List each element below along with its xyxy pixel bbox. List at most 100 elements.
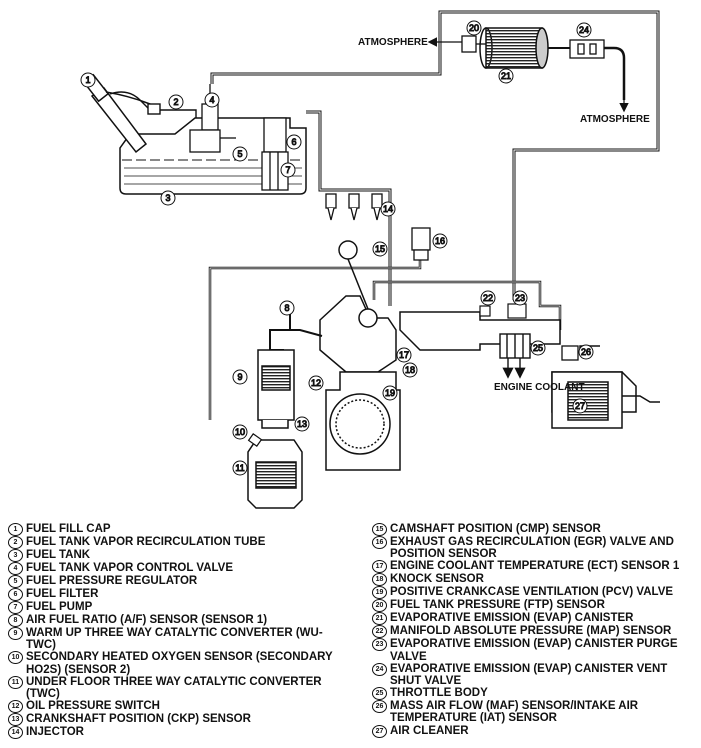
map-sensor (479, 305, 491, 317)
legend-number: 4 (8, 562, 23, 575)
callout-15: 15 (372, 241, 388, 257)
atmosphere-label-right: ATMOSPHERE (580, 114, 650, 125)
legend-number: 17 (372, 560, 387, 574)
callout-22: 22 (480, 290, 496, 306)
legend-number: 20 (372, 599, 387, 613)
callout-13: 13 (294, 416, 310, 432)
maf-sensor (561, 345, 579, 361)
legend-number: 19 (372, 586, 387, 600)
svg-text:15: 15 (375, 244, 385, 254)
svg-text:8: 8 (284, 303, 289, 313)
legend-number: 24 (372, 662, 387, 676)
legend-text: FUEL TANK VAPOR CONTROL VALVE (26, 562, 234, 574)
callout-10: 10 (232, 424, 248, 440)
fuel-filler-neck (82, 73, 157, 154)
legend-text: CRANKSHAFT POSITION (CKP) SENSOR (26, 713, 251, 726)
emission-system-diagram: 1 2 3 4 5 6 7 8 9 10 11 12 13 14 15 16 1… (80, 10, 660, 509)
svg-text:24: 24 (579, 25, 589, 35)
svg-text:7: 7 (285, 165, 290, 175)
legend-number: 13 (8, 713, 23, 727)
legend-text: FUEL FILL CAP (26, 523, 111, 535)
legend-text: EVAPORATIVE EMISSION (EVAP) CANISTER PUR… (390, 638, 678, 663)
legend-number: 15 (372, 523, 387, 536)
callout-14: 14 (380, 201, 396, 217)
legend-number: 6 (8, 588, 23, 601)
engine-block (325, 371, 401, 471)
svg-text:6: 6 (291, 137, 296, 147)
legend-number: 26 (372, 700, 387, 714)
callout-1: 1 (80, 72, 96, 88)
svg-text:1: 1 (85, 75, 90, 85)
legend-number: 7 (8, 601, 23, 614)
legend-text: FUEL TANK (26, 549, 91, 561)
legend-number: 27 (372, 724, 387, 738)
svg-text:5: 5 (237, 149, 242, 159)
legend-number: 10 (8, 651, 23, 665)
svg-text:9: 9 (237, 372, 242, 382)
svg-text:2: 2 (173, 97, 178, 107)
legend-text: AIR FUEL RATIO (A/F) SENSOR (SENSOR 1) (26, 614, 268, 626)
svg-text:18: 18 (405, 365, 415, 375)
legend-text: FUEL PUMP (26, 601, 93, 613)
legend-number: 16 (372, 536, 387, 549)
legend-text: FUEL PRESSURE REGULATOR (26, 575, 198, 587)
svg-text:11: 11 (235, 463, 244, 473)
exhaust-manifold (269, 310, 323, 351)
svg-text:25: 25 (533, 343, 543, 353)
legend-text: OIL PRESSURE SWITCH (26, 700, 160, 713)
legend-number: 8 (8, 614, 23, 627)
svg-text:17: 17 (399, 350, 409, 360)
fuel-filter-and-pump (261, 117, 289, 191)
callouts: 1 2 3 4 5 6 7 8 9 10 11 12 13 14 15 16 1… (80, 20, 594, 476)
callout-24: 24 (576, 22, 592, 38)
svg-text:13: 13 (297, 419, 307, 429)
legend-text: WARM UP THREE WAY CATALYTIC CONVERTER (W… (26, 627, 323, 652)
legend-text: FUEL TANK PRESSURE (FTP) SENSOR (390, 599, 605, 612)
egr-valve (411, 227, 431, 261)
legend-text: INJECTOR (26, 726, 84, 739)
callout-6: 6 (286, 134, 302, 150)
callout-20: 20 (466, 20, 482, 36)
legend-number: 5 (8, 575, 23, 588)
svg-text:21: 21 (501, 71, 511, 81)
callout-8: 8 (279, 300, 295, 316)
callout-25: 25 (530, 340, 546, 356)
callout-7: 7 (280, 162, 296, 178)
legend-number: 9 (8, 627, 23, 640)
legend-text: KNOCK SENSOR (390, 573, 484, 586)
legend-number: 1 (8, 523, 23, 536)
legend-text: SECONDARY HEATED OXYGEN SENSOR (SECONDAR… (26, 651, 333, 676)
legend-number: 3 (8, 549, 23, 562)
svg-text:3: 3 (165, 193, 170, 203)
purge-valve (507, 303, 527, 319)
callout-23: 23 (512, 290, 528, 306)
legend-number: 2 (8, 536, 23, 549)
callout-11: 11 (232, 460, 248, 476)
callout-2: 2 (168, 94, 184, 110)
legend-number: 11 (8, 675, 23, 689)
callout-26: 26 (578, 344, 594, 360)
injectors (325, 193, 383, 221)
svg-text:22: 22 (483, 293, 493, 303)
legend-text: EVAPORATIVE EMISSION (EVAP) CANISTER VEN… (390, 662, 668, 688)
svg-text:27: 27 (575, 401, 585, 411)
legend-text: CAMSHAFT POSITION (CMP) SENSOR (390, 523, 601, 535)
legend-number: 23 (372, 638, 387, 652)
callout-27: 27 (572, 398, 588, 414)
svg-text:12: 12 (311, 378, 321, 388)
